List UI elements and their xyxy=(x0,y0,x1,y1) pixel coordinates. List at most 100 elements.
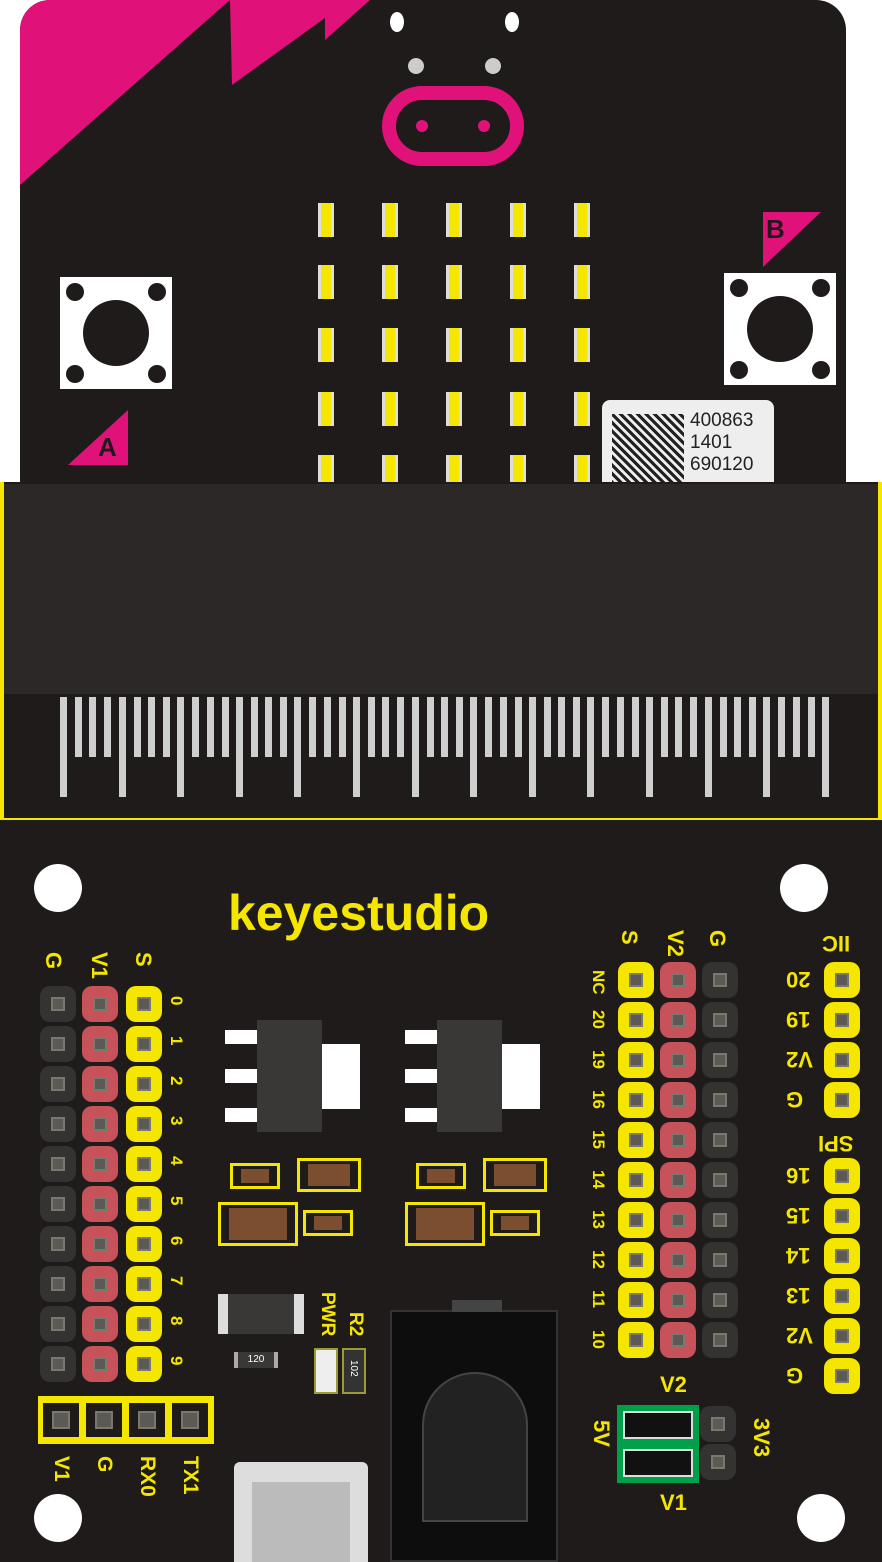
mount-hole xyxy=(780,864,828,912)
right-pin-number: NC xyxy=(589,970,608,995)
left-ground-pin[interactable] xyxy=(40,1186,76,1222)
right-power-pin[interactable] xyxy=(660,1282,696,1318)
right-ground-pin[interactable] xyxy=(702,1322,738,1358)
dc-power-jack[interactable] xyxy=(390,1300,558,1562)
right-ground-pin[interactable] xyxy=(702,1242,738,1278)
spi-pin-label: 16 xyxy=(786,1163,811,1188)
mic-hole-icon xyxy=(390,12,404,32)
ph2-connector[interactable] xyxy=(234,1462,368,1562)
resistor-120: 120 xyxy=(234,1352,278,1368)
left-ground-pin[interactable] xyxy=(40,1106,76,1142)
right-ground-pin[interactable] xyxy=(702,1082,738,1118)
left-signal-pin[interactable] xyxy=(126,1026,162,1062)
edge-connector-pin xyxy=(235,697,243,797)
left-power-pin[interactable] xyxy=(82,1306,118,1342)
button-a[interactable] xyxy=(60,277,172,389)
led-matrix-pixel xyxy=(382,265,398,299)
right-ground-pin[interactable] xyxy=(702,1162,738,1198)
iic-pin[interactable] xyxy=(824,1082,860,1118)
left-ground-pin[interactable] xyxy=(40,1026,76,1062)
label-line: 690120 xyxy=(690,454,754,475)
right-signal-pin[interactable] xyxy=(618,962,654,998)
left-signal-pin[interactable] xyxy=(126,1106,162,1142)
right-signal-pin[interactable] xyxy=(618,1002,654,1038)
left-ground-pin[interactable] xyxy=(40,1146,76,1182)
right-signal-pin[interactable] xyxy=(618,1122,654,1158)
left-ground-pin[interactable] xyxy=(40,1066,76,1102)
right-signal-pin[interactable] xyxy=(618,1202,654,1238)
spi-pin[interactable] xyxy=(824,1198,860,1234)
right-ground-pin[interactable] xyxy=(702,962,738,998)
edge-connector-pin xyxy=(792,697,800,757)
left-pin-number: 6 xyxy=(167,1236,186,1246)
capacitor xyxy=(416,1163,466,1189)
left-power-pin[interactable] xyxy=(82,986,118,1022)
left-power-pin[interactable] xyxy=(82,1226,118,1262)
iic-pin[interactable] xyxy=(824,1002,860,1038)
led-matrix-pixel xyxy=(382,455,398,489)
right-power-pin[interactable] xyxy=(660,1042,696,1078)
left-signal-pin[interactable] xyxy=(126,1306,162,1342)
left-power-pin[interactable] xyxy=(82,1146,118,1182)
jumper-pin[interactable] xyxy=(700,1406,736,1442)
right-signal-pin[interactable] xyxy=(618,1322,654,1358)
right-power-pin[interactable] xyxy=(660,1202,696,1238)
pad-icon xyxy=(485,58,501,74)
edge-connector-pin xyxy=(646,697,653,797)
right-ground-pin[interactable] xyxy=(702,1042,738,1078)
spi-pin[interactable] xyxy=(824,1318,860,1354)
left-ground-pin[interactable] xyxy=(40,986,76,1022)
left-ground-pin[interactable] xyxy=(40,1266,76,1302)
right-signal-pin[interactable] xyxy=(618,1082,654,1118)
right-power-pin[interactable] xyxy=(660,1322,696,1358)
left-ground-pin[interactable] xyxy=(40,1346,76,1382)
left-power-pin[interactable] xyxy=(82,1066,118,1102)
right-ground-pin[interactable] xyxy=(702,1002,738,1038)
right-power-pin[interactable] xyxy=(660,1122,696,1158)
left-signal-pin[interactable] xyxy=(126,986,162,1022)
left-power-pin[interactable] xyxy=(82,1186,118,1222)
iic-pin[interactable] xyxy=(824,1042,860,1078)
iic-pin[interactable] xyxy=(824,962,860,998)
left-signal-pin[interactable] xyxy=(126,1186,162,1222)
edge-connector-pin xyxy=(499,697,507,757)
uart-pin[interactable] xyxy=(172,1403,208,1437)
right-power-pin[interactable] xyxy=(660,1162,696,1198)
left-power-pin[interactable] xyxy=(82,1346,118,1382)
button-b[interactable] xyxy=(724,273,836,385)
left-ground-pin[interactable] xyxy=(40,1306,76,1342)
left-signal-pin[interactable] xyxy=(126,1226,162,1262)
jumper-pin[interactable] xyxy=(700,1444,736,1480)
uart-pin[interactable] xyxy=(43,1403,79,1437)
pwr-label: PWR xyxy=(317,1292,338,1337)
edge-connector-pin xyxy=(60,697,67,797)
left-power-pin[interactable] xyxy=(82,1266,118,1302)
right-signal-pin[interactable] xyxy=(618,1282,654,1318)
right-power-pin[interactable] xyxy=(660,1242,696,1278)
right-ground-pin[interactable] xyxy=(702,1122,738,1158)
right-signal-pin[interactable] xyxy=(618,1042,654,1078)
right-ground-pin[interactable] xyxy=(702,1282,738,1318)
led-matrix-pixel xyxy=(446,392,462,426)
spi-pin[interactable] xyxy=(824,1158,860,1194)
spi-pin[interactable] xyxy=(824,1358,860,1394)
left-power-pin[interactable] xyxy=(82,1106,118,1142)
led-matrix-pixel xyxy=(318,328,334,362)
right-power-pin[interactable] xyxy=(660,1082,696,1118)
right-power-pin[interactable] xyxy=(660,1002,696,1038)
right-ground-pin[interactable] xyxy=(702,1202,738,1238)
uart-pin[interactable] xyxy=(86,1403,122,1437)
left-signal-pin[interactable] xyxy=(126,1066,162,1102)
right-power-pin[interactable] xyxy=(660,962,696,998)
left-signal-pin[interactable] xyxy=(126,1146,162,1182)
spi-pin[interactable] xyxy=(824,1238,860,1274)
right-signal-pin[interactable] xyxy=(618,1162,654,1198)
spi-pin[interactable] xyxy=(824,1278,860,1314)
left-signal-pin[interactable] xyxy=(126,1346,162,1382)
right-signal-pin[interactable] xyxy=(618,1242,654,1278)
left-ground-pin[interactable] xyxy=(40,1226,76,1262)
left-signal-pin[interactable] xyxy=(126,1266,162,1302)
left-power-pin[interactable] xyxy=(82,1026,118,1062)
uart-pin[interactable] xyxy=(129,1403,165,1437)
power-jumper[interactable] xyxy=(617,1405,699,1483)
